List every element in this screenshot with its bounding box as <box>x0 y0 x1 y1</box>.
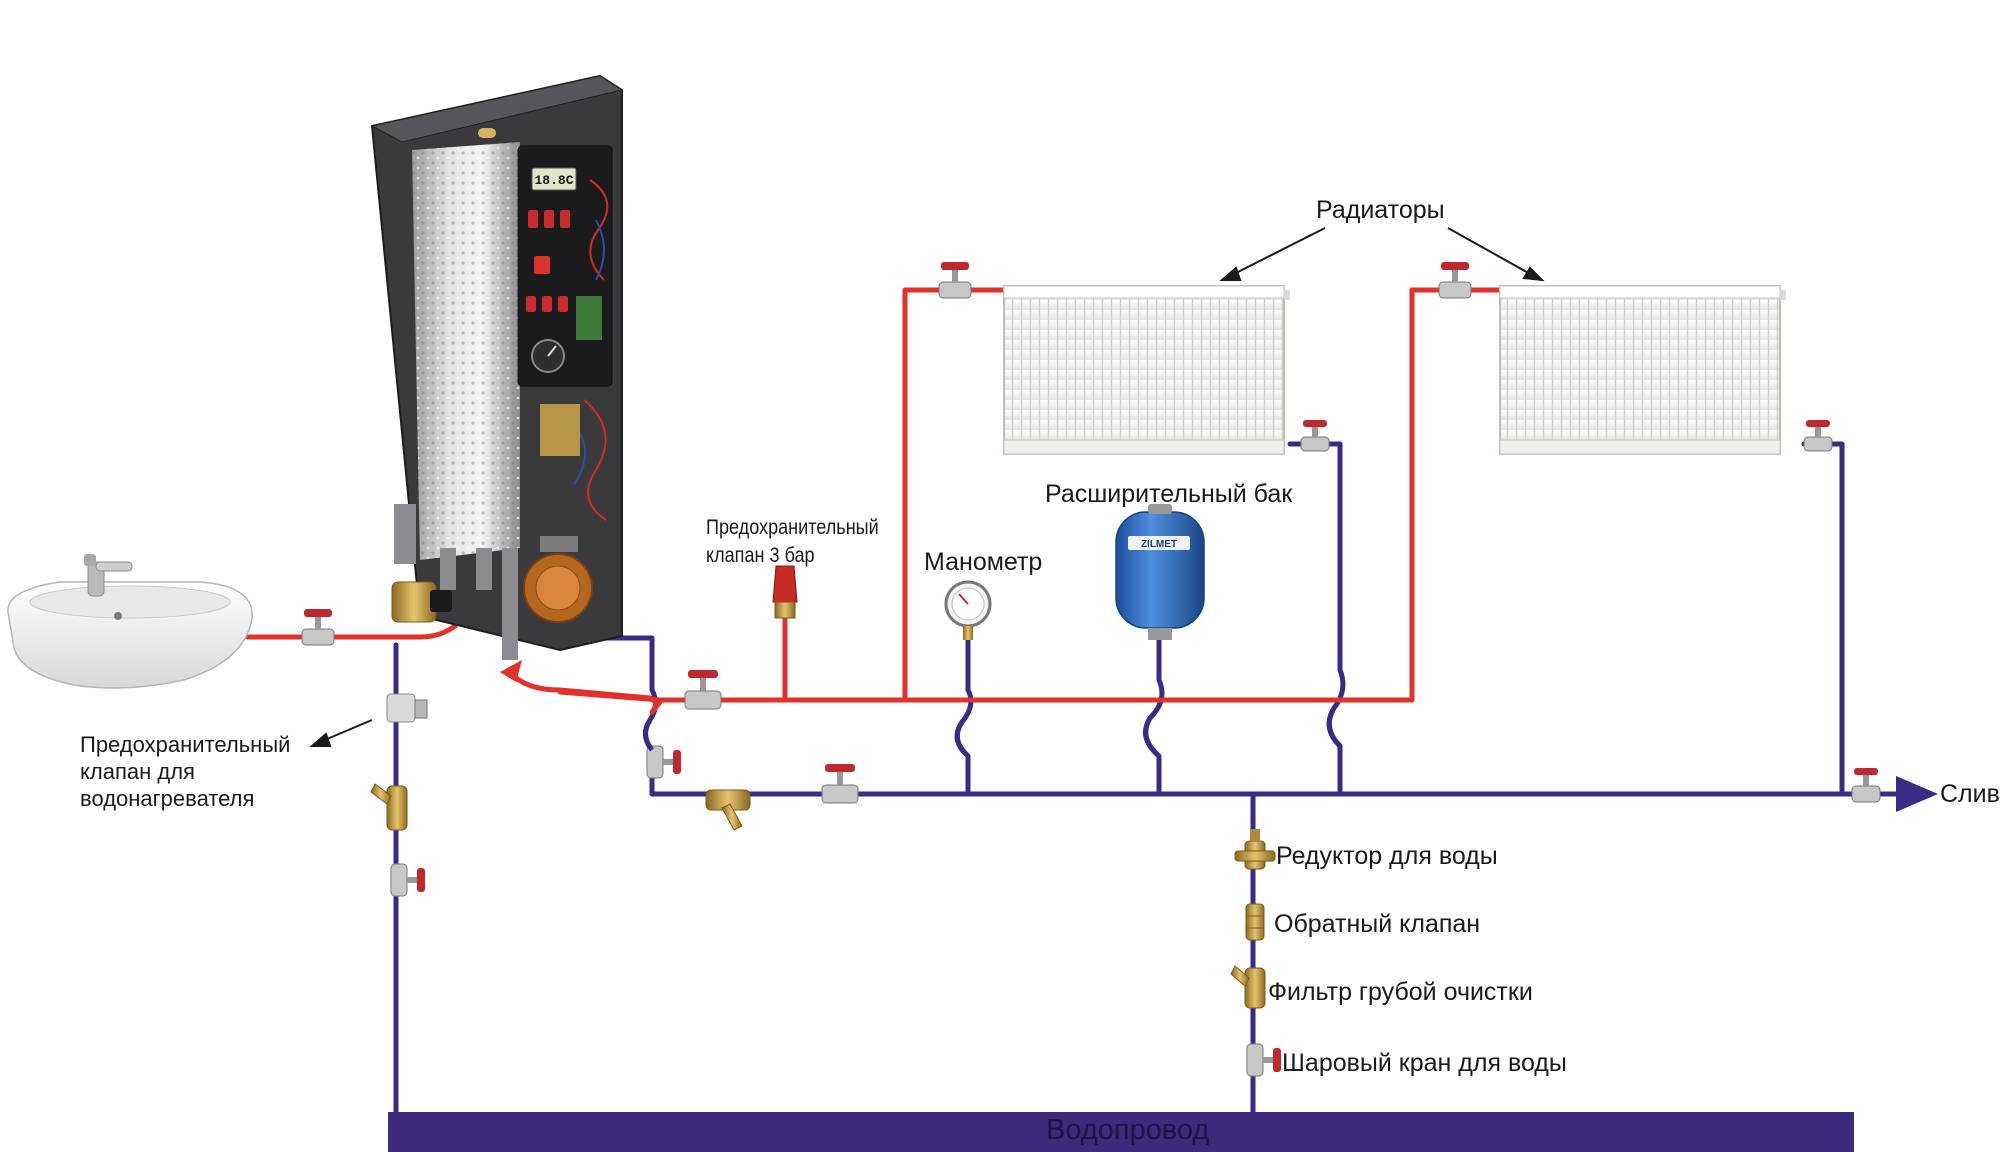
safety-valve-heater-label-line1: Предохранительный <box>80 732 291 757</box>
boiler-display-readout: 18.8C <box>534 173 573 188</box>
coarse-filter-cold <box>370 783 408 831</box>
ball-valve-boiler-return <box>646 745 681 779</box>
ball-valve-rad1-return <box>1300 420 1330 452</box>
ball-valve-supply <box>684 670 722 710</box>
ball-valve-rad2-return <box>1803 420 1833 452</box>
check-valve-main <box>1245 903 1265 941</box>
safety-valve-heater-label-line2: клапан для <box>80 759 195 784</box>
tank-brand-label: ZILMET <box>1141 539 1177 550</box>
pressure-gauge-label: Манометр <box>924 548 1043 576</box>
pressure-reducer-main <box>1234 829 1276 870</box>
coarse-filter-label: Фильтр грубой очистки <box>1268 978 1533 1006</box>
radiator-2 <box>1499 285 1786 455</box>
ball-valve-rad2-supply <box>1438 262 1472 299</box>
supply-pipes <box>245 287 1505 715</box>
drain-arrow <box>1896 776 1938 812</box>
ball-valve-label: Шаровый кран для воды <box>1282 1049 1567 1077</box>
radiator-pointer-arrows <box>309 227 1545 747</box>
ball-valve-rad1-supply <box>938 262 972 299</box>
expansion-tank-label: Расширительный бак <box>1045 480 1293 508</box>
safety-valve-3bar-label-line2: клапан 3 бар <box>706 544 815 567</box>
ball-valve-return-main <box>821 764 859 804</box>
expansion-tank: ZILMET <box>1115 504 1205 640</box>
coarse-filter-main <box>1230 965 1266 1009</box>
ball-valve-cold-supply <box>390 863 425 897</box>
electric-boiler: 18.8C <box>370 74 624 660</box>
pressure-gauge <box>944 580 992 640</box>
supply-arrow <box>500 660 522 682</box>
safety-valve-heater <box>386 693 428 723</box>
safety-valve-3bar-label-line1: Предохранительный <box>706 516 879 539</box>
safety-valve-3bar <box>772 565 798 619</box>
water-main-bar <box>388 1112 1854 1152</box>
coarse-filter-return <box>705 789 751 831</box>
radiators-label: Радиаторы <box>1316 196 1445 224</box>
check-valve-label: Обратный клапан <box>1274 910 1481 938</box>
radiator-1 <box>1003 285 1290 455</box>
drain-label: Слив <box>1940 780 2000 808</box>
ball-valve-water-main <box>1246 1043 1281 1077</box>
pressure-reducer-label: Редуктор для воды <box>1276 842 1498 870</box>
ball-valve-drain <box>1851 768 1881 803</box>
sink <box>7 554 253 689</box>
ball-valve-sink <box>301 609 335 646</box>
safety-valve-heater-label-line3: водонагревателя <box>80 786 255 811</box>
water-main-label: Водопровод <box>1046 1114 1210 1146</box>
return-crossing-caps <box>643 706 1342 758</box>
